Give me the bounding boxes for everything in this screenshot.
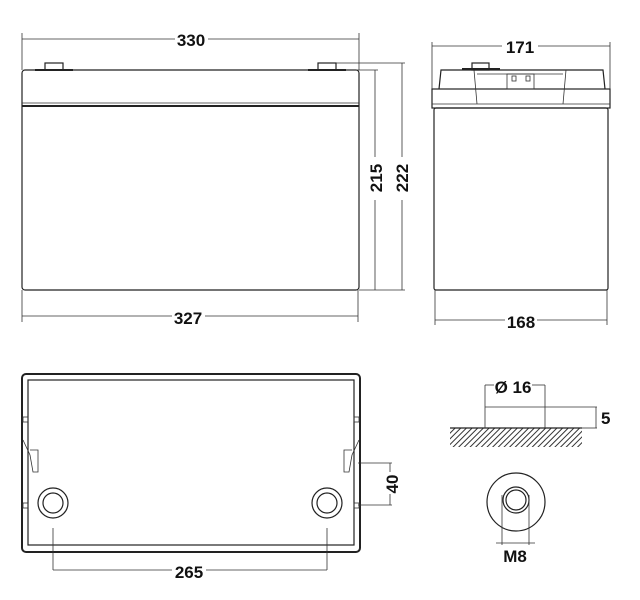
- side-lid: [431, 88, 611, 109]
- dim-222: 222: [393, 164, 412, 192]
- terminal-detail: Ø 16 5 M8: [450, 378, 610, 566]
- dim-diameter-16: Ø 16: [495, 378, 532, 397]
- terminal-right-outer: [311, 487, 343, 519]
- front-body: [21, 69, 360, 291]
- dim-m8: M8: [503, 547, 527, 566]
- side-view: 171 168: [431, 38, 611, 332]
- side-body: [433, 107, 609, 291]
- dim-40: 40: [383, 475, 402, 494]
- terminal-left-inner: [42, 492, 64, 514]
- terminal-right-inner: [316, 492, 338, 514]
- terminal-bolt-outer: [502, 486, 530, 514]
- dim-330: 330: [177, 31, 205, 50]
- top-outline: [21, 373, 361, 553]
- terminal-washer: [486, 472, 546, 532]
- terminal-left-outer: [37, 487, 69, 519]
- top-view: 265 40: [21, 373, 402, 582]
- front-view: 330 327 215 222: [21, 31, 412, 328]
- top-inner-outline: [27, 379, 355, 546]
- dim-171: 171: [506, 38, 534, 57]
- dim-5: 5: [601, 409, 610, 428]
- dim-265: 265: [175, 563, 203, 582]
- terminal-bolt-inner: [505, 489, 527, 511]
- side-lid-top: [438, 69, 606, 90]
- hatched-plate: [450, 428, 582, 447]
- dim-215: 215: [367, 164, 386, 192]
- terminal-right: [317, 62, 337, 71]
- dim-327: 327: [174, 309, 202, 328]
- dim-168: 168: [507, 313, 535, 332]
- terminal-left: [44, 62, 64, 71]
